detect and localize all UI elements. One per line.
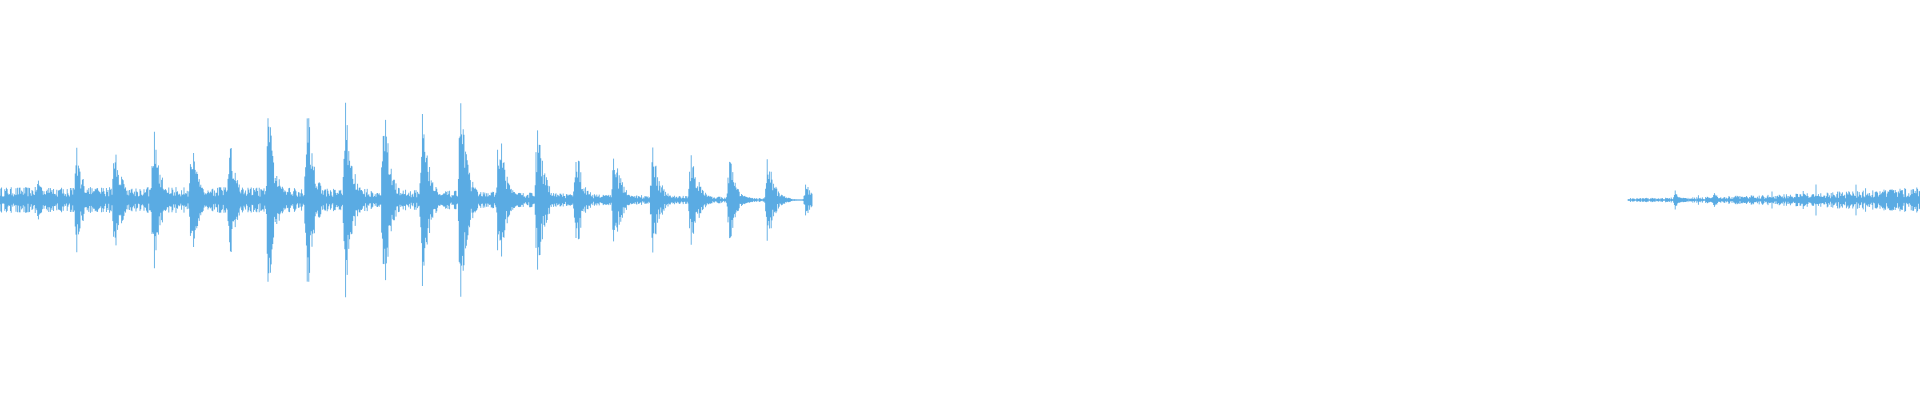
waveform-trace-burst-sequence [0,102,813,298]
waveform-clip-1[interactable] [0,102,813,298]
waveform-clip-2[interactable] [1627,184,1920,216]
waveform-trace-rising-noise [1627,184,1920,216]
